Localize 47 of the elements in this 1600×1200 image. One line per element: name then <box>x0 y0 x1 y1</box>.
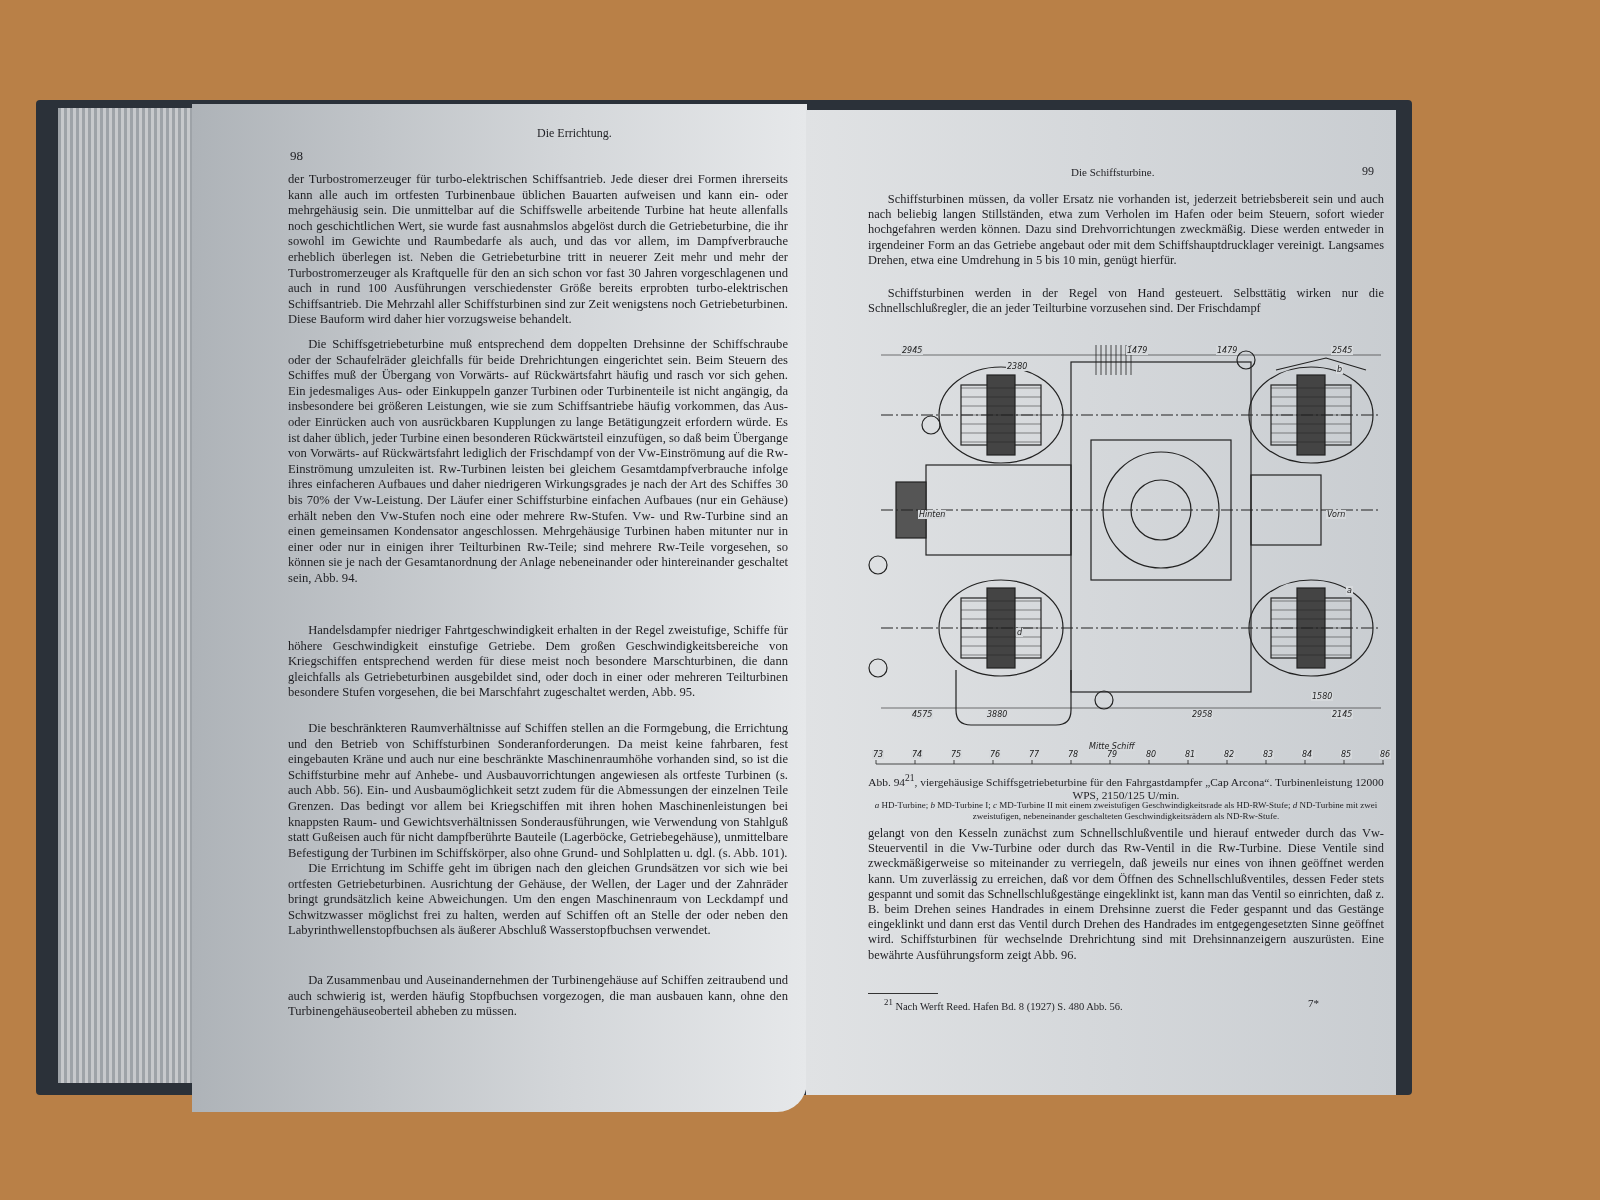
dimension-label: 4575 <box>911 710 934 719</box>
page-number: 98 <box>290 148 303 164</box>
scale-tick-label: 85 <box>1340 750 1353 759</box>
scale-tick-label: 83 <box>1262 750 1275 759</box>
dimension-label: d <box>1016 628 1024 637</box>
dimension-label: Vorn <box>1326 510 1347 519</box>
scale-tick-label: 78 <box>1067 750 1080 759</box>
scale-tick-label: 74 <box>911 750 924 759</box>
scale-caption: Mitte Schiff <box>1088 742 1136 751</box>
paragraph: gelangt von den Kesseln zunächst zum Schnellschlußventile und hierauf entweder durch das Vw-Steuerventil in die Vw-Turbine oder durch das Rw-Ventil in die Rw-Turbine. Diese Ventile sind zweckmäßigerweise so miteinander zu verriegeln, daß jeweils nur eines von ihnen geöffnet werden kann. Um zuverlässig zu erreichen, daß vor dem Öffnen des Schnellschlußventiles, dessen Feder stets gespannt und somit das Schnellschlußgestänge eingeklinkt ist, kann man das Ventil so einrichten, daß z. B. beim Drehen seines Handrades in einem Drehsinne zuerst die Feder gespannt und das Gestänge eingeklinkt und dann erst das Ventil durch Drehen des Handrades im entgegengesetzten Sinne geöffnet wird. Schiffsturbinen für wechselnde Drehrichtung sind mit Drehsinnanzeigern auszurüsten. Eine bewährte Ausführungsform zeigt Abb. 96. <box>868 826 1384 963</box>
scale-tick-label: 75 <box>950 750 963 759</box>
dimension-label: 2958 <box>1191 710 1214 719</box>
scale-tick-label: 82 <box>1223 750 1236 759</box>
dimension-label: 2945 <box>901 346 924 355</box>
dimension-label: 2545 <box>1331 346 1354 355</box>
running-head: Die Schiffsturbine. <box>1071 166 1155 178</box>
dimension-label: 2145 <box>1331 710 1354 719</box>
scale-tick-label: 80 <box>1145 750 1158 759</box>
running-head: Die Errichtung. <box>537 126 612 141</box>
figure-legend: a HD-Turbine; b MD-Turbine I; c MD-Turbine II mit einem zweistufigen Geschwindigkeitsrade als HD-RW-Stufe; d ND-Turbine mit zwei zweistufigen, nebeneinander geschalteten Geschwindigkeitsrädern als ND-Rw-Stufe. <box>868 800 1384 822</box>
paragraph: Da Zusammenbau und Auseinandernehmen der Turbinengehäuse auf Schiffen zeitraubend und auch schwierig ist, werden häufig Stopfbuchsen vorgezogen, die man ausbauen kann, ohne den Turbinengehäuseoberteil abheben zu müssen. <box>288 973 788 1020</box>
footnote: $^{21}$ Nach Werft Reed. Hafen Bd. 8 (1927) S. 480 Abb. 56. <box>884 997 1123 1012</box>
dimension-label: 1479 <box>1216 346 1239 355</box>
scale-tick-label: 77 <box>1028 750 1041 759</box>
paragraph: Die Errichtung im Schiffe geht im übrigen nach den gleichen Grundsätzen vor sich wie bei ortfesten Getriebeturbinen. Ausrichtung der Gehäuse, der Wellen, der Lager und der Zahnräder bringt grundsätzlich keine Abweichungen. Um den engen Maschinenraum von Leckdampf und Schwitzwasser möglichst frei zu halten, werden auf Schiffen oft an Stelle der oder neben den Labyrinthwellenstopfbuchsen als äußerer Abschluß Wasserstopfbuchsen verwendet. <box>288 861 788 939</box>
dimension-label: a <box>1346 586 1353 595</box>
paragraph: Die beschränkteren Raumverhältnisse auf Schiffen stellen an die Formgebung, die Errichtung und den Betrieb von Schiffsturbinen Sonderanforderungen. Da meist keine fahrbaren, fest eingebauten Kräne und auch nur eine beschränkte Maschinenraumhöhe vorhanden sind, so ist die Schiffsturbine mehr auf Anhebe- und Ausbauvorrichtungen angewiesen als ortfeste Turbinen (s. auch Abb. 56). Ein- und Ausbaumöglichkeit setzt zudem für die Abmessungen der einzelnen Teile Grenzen. Das bedingt vor allem bei Kriegschiffen mit ihren hohen Maschinenleistungen bei knappsten Raum- und Gewichtsverhältnissen Sonderausführungen, wie Verwendung von Stahlguß statt Gußeisen auch für nicht dampfberührte Bauteile (Lagerböcke, Getriebegehäuse), unmittelbare Befestigung der Turbinen im Schiffskörper, also ohne Grund- und Sohlplatten u. dgl. (s. Abb. 101). <box>288 721 788 862</box>
scale-tick-label: 73 <box>872 750 885 759</box>
scale-tick-label: 86 <box>1379 750 1392 759</box>
scale-tick-label: 84 <box>1301 750 1314 759</box>
paragraph: Handelsdampfer niedriger Fahrtgeschwindigkeit erhalten in der Regel zweistufige, Schiffe für höhere Geschwindigkeit einstufige Getriebe. Dem großen Geschwindigkeitsbereiche von Kriegschiffen entsprechend werden für diese meist noch besondere Marschturbinen, die dann gleichfalls als Getriebeturbinen ausgebildet sind, oder doch in einer oder mehreren Teilturbinen besondere Stufen vorgesehen, die bei Marschfahrt zugeschaltet werden, Abb. 95. <box>288 623 788 701</box>
scale-tick-label: 79 <box>1106 750 1119 759</box>
paragraph: Schiffsturbinen werden in der Regel von Hand gesteuert. Selbsttätig wirken nur die Schnellschlußregler, die an jeder Teilturbine vorzusehen sind. Der Frischdampf <box>868 286 1384 317</box>
dimension-label: 3880 <box>986 710 1009 719</box>
paragraph: Die Schiffsgetriebeturbine muß entsprechend dem doppelten Drehsinne der Schiffschraube oder der Schaufelräder gleichfalls für beide Drehrichtungen eingerichtet sein. Beim Steuern des Schiffes muß der Übergang von Vorwärts- auf Rückwärtsfahrt häufig und rasch vor sich gehen. Ein jedesmaliges Aus- oder Einkuppeln ganzer Turbinen oder Turbinenteile ist nicht angängig, da insbesondere bei größeren Leistungen, wie sie zum Schiffsantriebe häufig vorkommen, das Aus- oder Einrücken auch von ausrückbaren Kupplungen zu lange Betätigungzeit erfordern würde. Es ist daher üblich, jeder Turbine einen besonderen Rückwärtsteil einzufügen, so daß beim Übergange von Vorwärts- auf Rückwärtsfahrt lediglich der Frischdampf von der Vw-Einströmung auf die Rw-Einströmung umzuleiten ist. Rw-Turbinen leisten bei gleichem Gesamtdampfverbrauche infolge ihres einfacheren Aufbaues und daher niedrigeren Wirkungsgrades je nach der Art des Schiffes 30 bis 70% der Vw-Leistung. Der Läufer einer Schiffsturbine einfachen Aufbaues (nur ein Gehäuse) erhält neben den Vw-Stufen noch eine oder mehrere Rw-Stufen. Vw- und Rw-Turbine sind an einen gemeinsamen Kondensator angeschlossen. Mehrgehäusige Turbinen haben mitunter nur in einer oder nur in einigen ihrer Teilturbinen Rw-Teile; sind mehrere Rw-Teile vorgesehen, so können sie je nach der Gesamtanordnung der Anlage nebeneinander oder hintereinander geschaltet sein, Abb. 94. <box>288 337 788 587</box>
dimension-label: Hinten <box>918 510 947 519</box>
figure-caption: Abb. 94$^{21}$, viergehäusige Schiffsgetriebeturbine für den Fahrgastdampfer „Cap Arcona“. Turbinenleistung 12000 WPS, 2150/125 U/min. <box>868 772 1384 801</box>
scale-tick-label: 81 <box>1184 750 1197 759</box>
paragraph: der Turbostromerzeuger für turbo-elektrischen Schiffsantrieb. Jede dieser drei Formen ihrerseits kann alle auch im ortfesten Turbinenbaue üblichen Bauarten aufweisen und kann ein- oder mehrgehäusig sein. Die unmittelbar auf die Schiffswelle arbeitende Turbine hat heute allenfalls noch geschichtlichen Wert, sie wurde fast ausnahmslos abgelöst durch die Getriebeturbine, die ihr sowohl im Gewichte und Raumbedarfe als auch, und das vor allem, im Dampfverbrauche erheblich überlegen ist. Neben die Getriebeturbine tritt in neuerer Zeit mehr und mehr der Turbostromerzeuger als Kraftquelle für den an sich schon vor fast 30 Jahren vorgeschlagenen und auch in rund 100 Ausführungen verschiedenster Größe bereits erprobten turbo-elektrischen Schiffsantrieb. Die Mehrzahl aller Schiffsturbinen sind zur Zeit wenigstens noch Getriebeturbinen. Diese Bauform wird daher hier vorzugsweise behandelt. <box>288 172 788 328</box>
dimension-label: b <box>1336 365 1344 374</box>
dimension-label: 1580 <box>1311 692 1334 701</box>
signature-mark: 7* <box>1308 997 1319 1009</box>
dimension-label: 2380 <box>1006 362 1029 371</box>
scale-tick-label: 76 <box>989 750 1002 759</box>
page-number: 99 <box>1362 164 1374 179</box>
paragraph: Schiffsturbinen müssen, da voller Ersatz nie vorhanden ist, jederzeit betriebsbereit sein und auch nach beliebig langen Stillständen, etwa zum Verholen im Hafen oder beim Steuern, sofort wieder hochgefahren werden können. Dazu sind Drehvorrichtungen zweckmäßig. Diese werden entweder in irgendeiner Form an das Getriebe angebaut oder mit dem Schiffshauptdrucklager vereinigt. Langsames Drehen, etwa eine Umdrehung in 5 bis 10 min, genügt hierfür. <box>868 192 1384 268</box>
dimension-label: 1479 <box>1126 346 1149 355</box>
